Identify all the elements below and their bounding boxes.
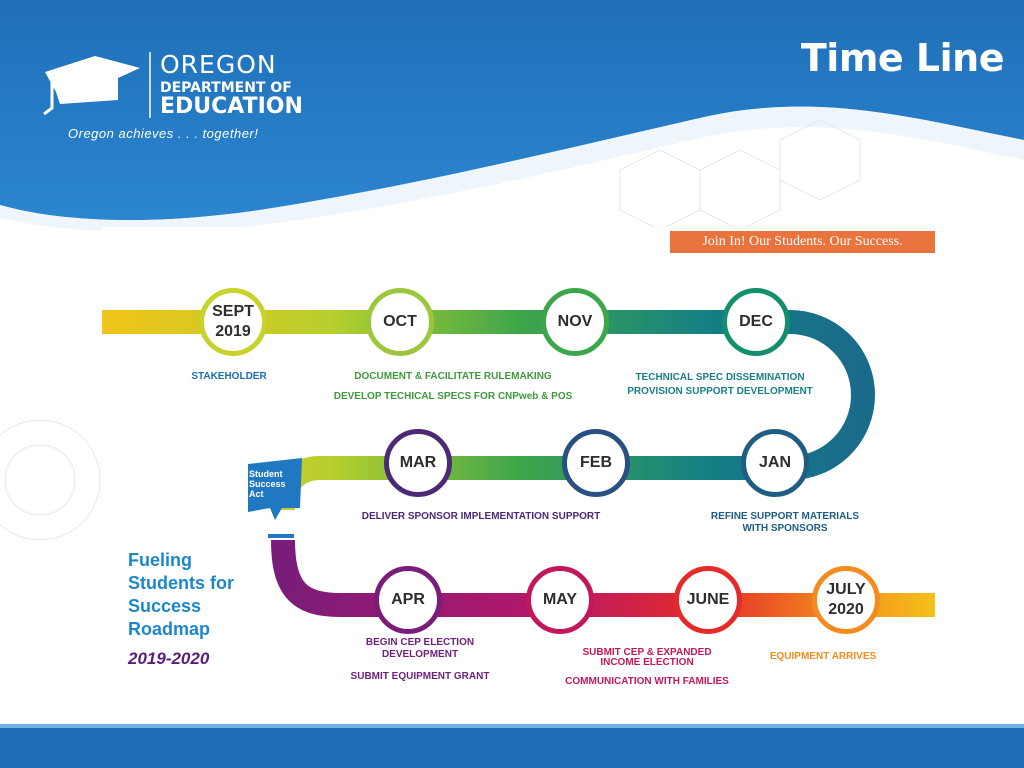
roadmap-title-line: Students for [128,573,234,593]
oregon-logo-mark-icon [43,52,151,118]
milestone-node-june [674,566,742,634]
milestone-description: DEVELOP TECHICAL SPECS FOR CNPweb & POS [333,391,573,402]
milestone-description: TECHNICAL SPEC DISSEMINATION [635,372,805,383]
milestone-description: DELIVER SPONSOR IMPLEMENTATION SUPPORT [361,511,601,522]
milestone-description: COMMUNICATION WITH FAMILIES [565,676,729,687]
milestone-month: DEC [739,313,773,330]
milestone-description: WITH SPONSORS [742,523,828,534]
slide-title: Time Line [800,36,1005,80]
milestone-month: JAN [758,454,792,471]
student-success-act-badge [248,458,302,538]
milestone-node-nov [541,288,609,356]
milestone-month: FEB [580,454,612,471]
roadmap-title-line: Roadmap [128,619,211,639]
milestone-description: SUBMIT CEP & EXPANDED [582,647,712,658]
milestone-node-may [526,566,594,634]
milestone-description: INCOME ELECTION [600,657,694,668]
milestone-month: NOV [557,313,593,330]
roadmap-title: Fueling Students for Success Roadmap [128,549,234,641]
logo-text-oregon: OREGON [160,50,277,79]
roadmap-title-line: Fueling [128,550,192,570]
milestone-month: MAR [399,454,437,471]
milestone-description: PROVISION SUPPORT DEVELOPMENT [627,386,813,397]
milestone-node-feb [562,429,630,497]
milestone-node-sept [199,288,267,356]
milestone-node-mar [384,429,452,497]
milestone-description: STAKEHOLDER [191,371,267,382]
milestone-description: EQUIPMENT ARRIVES [769,651,877,662]
ssa-label-line: Act [249,489,264,499]
milestone-description: DOCUMENT & FACILITATE RULEMAKING [354,371,552,382]
logo-text-education: EDUCATION [160,94,303,119]
roadmap-years: 2019-2020 [128,649,210,668]
milestone-month: JUNE [686,591,730,608]
milestone-month: MAY [542,591,578,608]
student-success-act-label: Student Success Act [249,469,286,499]
milestone-node-jan [741,429,809,497]
background-network-pattern [0,119,861,541]
ssa-label-line: Student [249,469,283,479]
milestone-month: OCT [383,313,417,330]
milestone-year: 2019 [215,323,251,340]
milestone-node-apr [374,566,442,634]
milestone-year: 2020 [828,601,864,618]
milestone-description: SUBMIT EQUIPMENT GRANT [350,671,490,682]
ssa-label-line: Success [249,479,286,489]
milestone-node-dec [722,288,790,356]
milestone-description: BEGIN CEP ELECTION [365,637,475,648]
milestone-description: DEVELOPMENT [381,649,459,660]
milestone-description: REFINE SUPPORT MATERIALS [710,511,860,522]
campaign-banner: Join In! Our Students. Our Success. [670,231,935,253]
milestone-node-oct [366,288,434,356]
milestone-node-july [812,566,880,634]
logo-text-department: DEPARTMENT OF [160,80,292,96]
logo-tagline: Oregon achieves . . . together! [68,126,259,141]
milestone-month: APR [391,591,425,608]
roadmap-title-line: Success [128,596,202,616]
